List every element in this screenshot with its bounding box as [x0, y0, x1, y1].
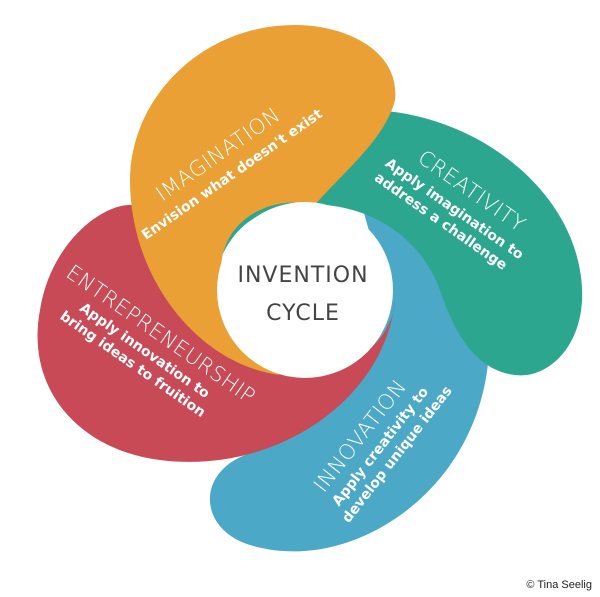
innovation-petal: [209, 170, 490, 552]
center-circle: [217, 202, 393, 378]
center-title-line2: CYCLE: [266, 301, 340, 326]
imagination-petal: [130, 25, 396, 375]
copyright-notice: © Tina Seelig: [526, 579, 592, 591]
center-title-line1: INVENTION: [237, 263, 368, 288]
